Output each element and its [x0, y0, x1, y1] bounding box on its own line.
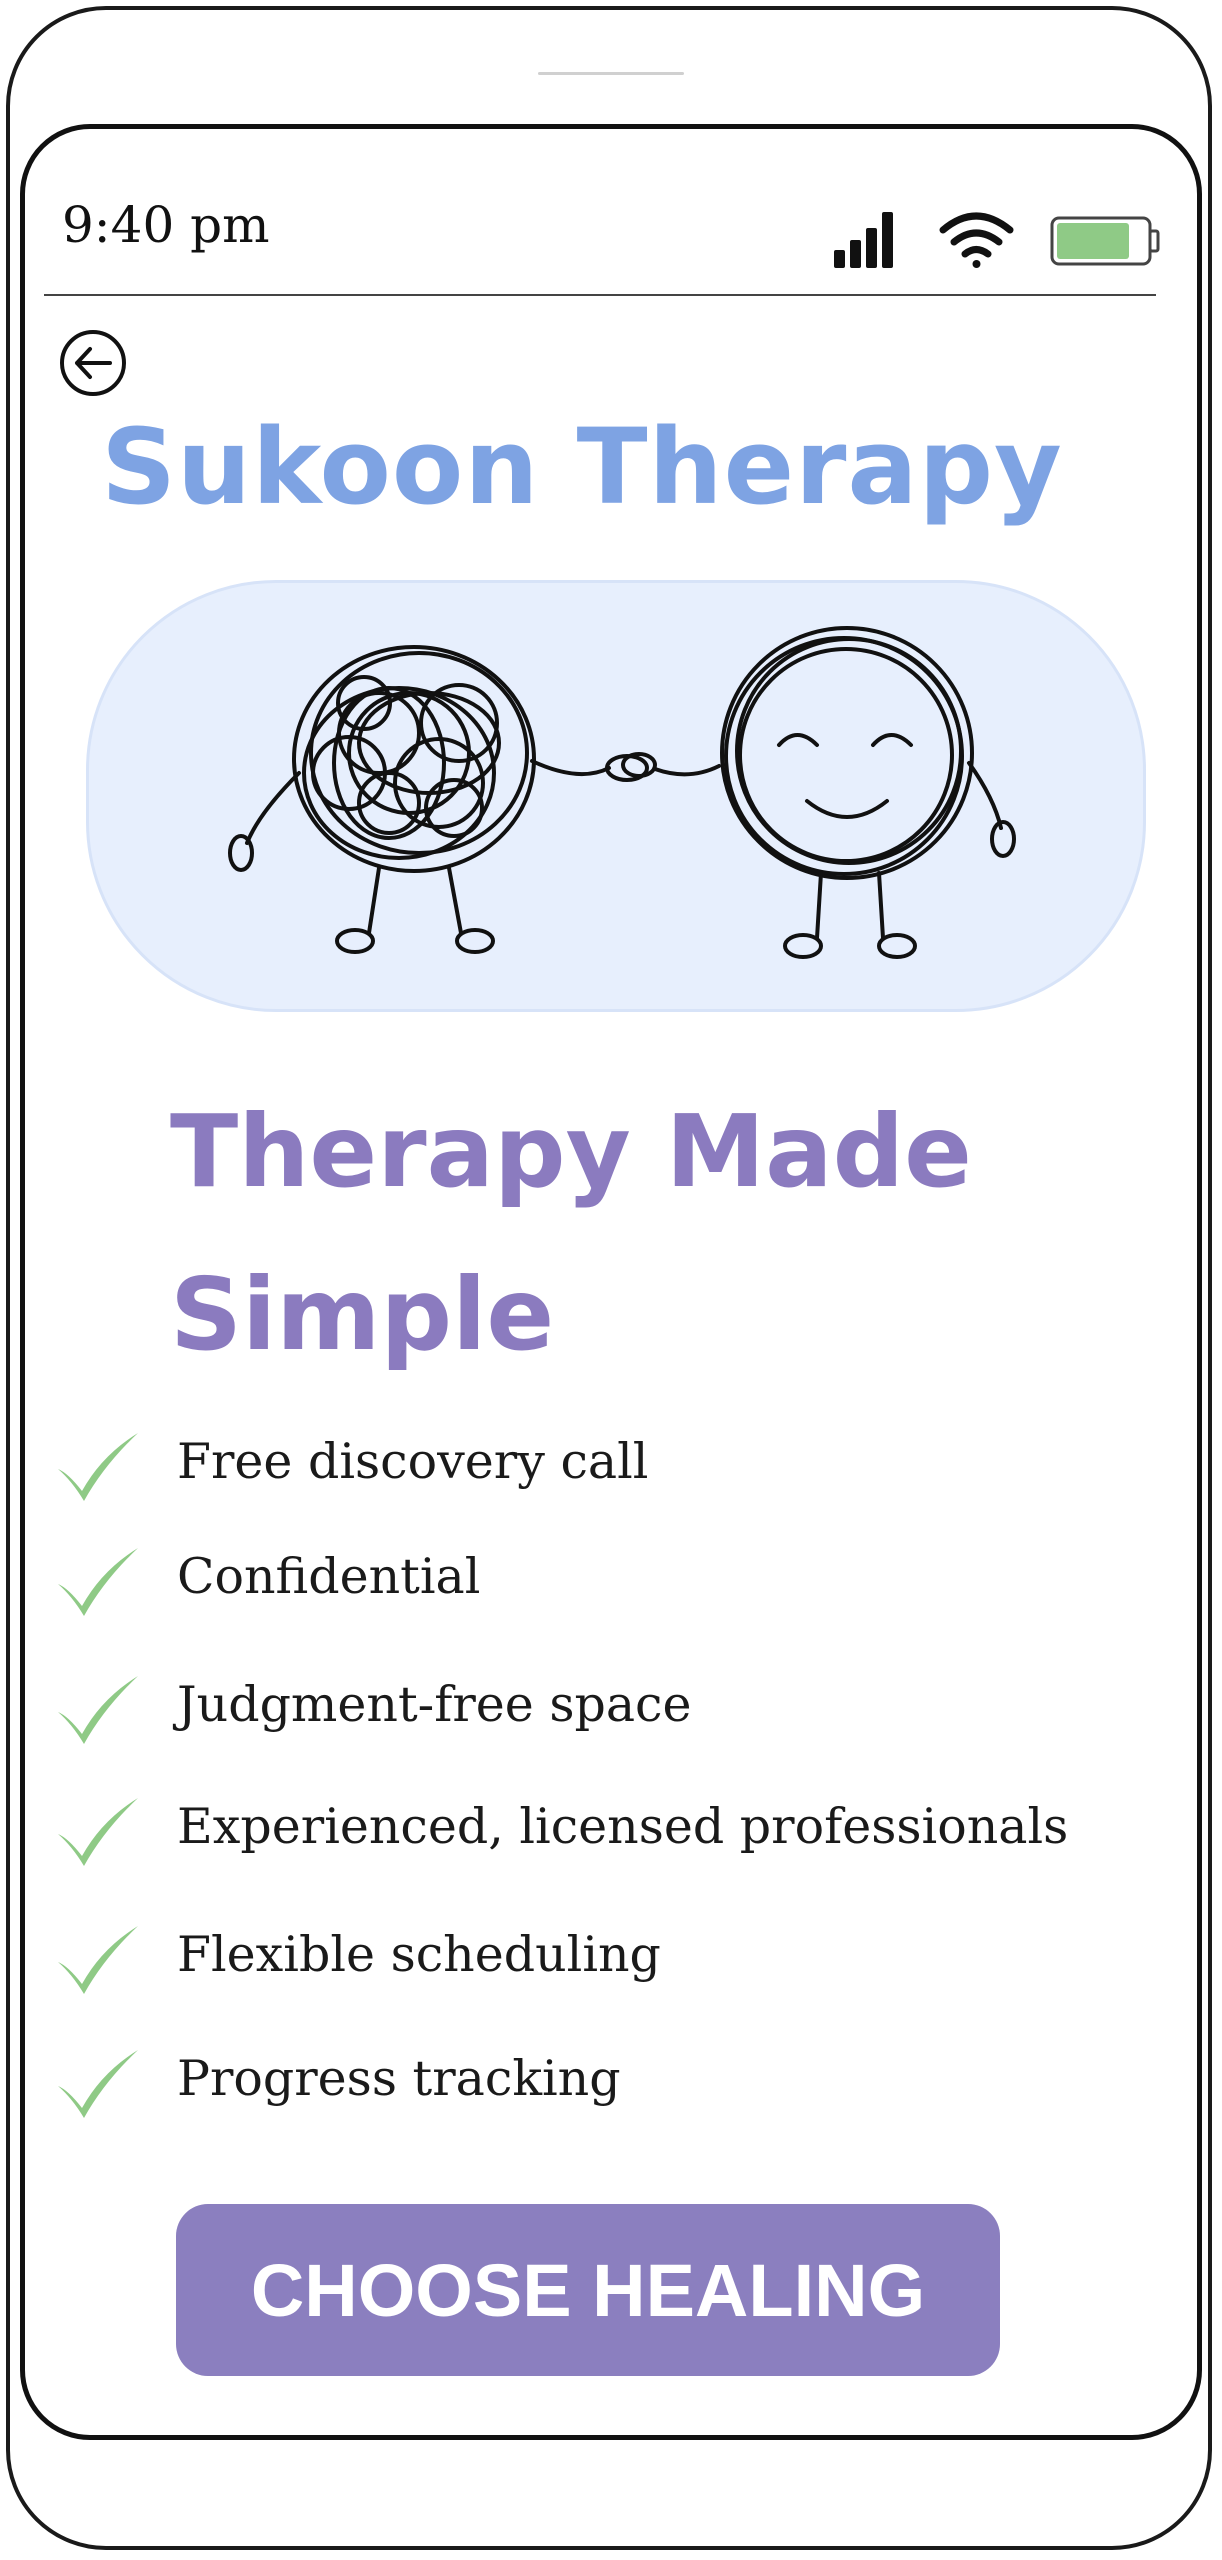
phone-speaker: [538, 72, 684, 75]
feature-label: Progress tracking: [177, 2050, 621, 2107]
status-divider: [44, 294, 1156, 296]
feature-label: Experienced, licensed professionals: [177, 1798, 1069, 1855]
illustration-figures: [228, 626, 1016, 959]
status-icons: [834, 212, 1160, 268]
choose-healing-button[interactable]: CHOOSE HEALING: [176, 2204, 1000, 2376]
check-icon: [58, 1433, 138, 1501]
tangled-figure: [228, 645, 536, 954]
check-icon: [58, 1676, 138, 1744]
headline: Therapy Made Simple: [170, 1093, 973, 1373]
check-icon: [58, 1548, 138, 1616]
feature-label: Judgment-free space: [177, 1676, 692, 1733]
hero-illustration: [86, 580, 1146, 1012]
happy-figure: [720, 626, 1016, 959]
battery-icon: [1050, 216, 1160, 266]
wifi-icon: [939, 212, 1014, 268]
brand-title: Sukoon Therapy: [101, 406, 1063, 528]
feature-label: Flexible scheduling: [177, 1926, 661, 1983]
signal-icon: [834, 212, 893, 268]
check-icon: [58, 1926, 138, 1994]
feature-label: Confidential: [177, 1548, 481, 1605]
check-icon: [58, 2050, 138, 2118]
holding-hands: [530, 752, 721, 782]
check-icon: [58, 1798, 138, 1866]
choose-healing-label: CHOOSE HEALING: [250, 2248, 926, 2332]
status-time: 9:40 pm: [62, 196, 270, 254]
back-arrow-icon[interactable]: [58, 328, 128, 398]
feature-label: Free discovery call: [177, 1433, 649, 1490]
phone-screen: [20, 124, 1202, 2440]
